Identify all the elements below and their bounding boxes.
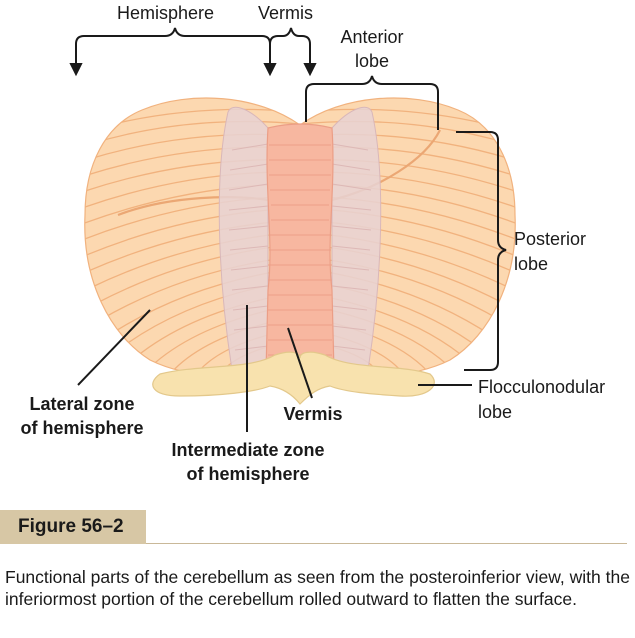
folia-intermediate	[228, 143, 372, 351]
intermediate-zone-left	[218, 106, 269, 371]
vermis	[265, 123, 335, 373]
anterior-lobe-label-2: lobe	[355, 51, 389, 71]
hemisphere-bracket	[75, 27, 271, 52]
pointer-lines	[77, 305, 472, 432]
flocculonodular-label-2: lobe	[478, 402, 512, 422]
cerebellum-diagram: Hemisphere Vermis Anterior lobe Posterio…	[20, 3, 605, 484]
down-arrows	[69, 44, 317, 77]
posterior-lobe-bracket	[456, 131, 507, 371]
intermediate-zone-label-1: Intermediate zone	[171, 440, 324, 460]
anterior-lobe-label-1: Anterior	[340, 27, 403, 47]
hemisphere-label: Hemisphere	[117, 3, 214, 23]
vermis-bottom-label: Vermis	[283, 404, 342, 424]
posterior-lobe-label-1: Posterior	[514, 229, 586, 249]
flocculonodular-label-1: Flocculonodular	[478, 377, 605, 397]
intermediate-zone-label-2: of hemisphere	[186, 464, 309, 484]
figure-rule	[146, 543, 627, 544]
flocculonodular-lobe	[152, 351, 435, 405]
vermis-bracket	[269, 27, 311, 45]
figure-header: Figure 56–2	[0, 510, 635, 544]
intermediate-zone-right	[331, 106, 382, 371]
lateral-zone-label-2: of hemisphere	[20, 418, 143, 438]
vermis-top-label: Vermis	[258, 3, 313, 23]
lateral-zone-label-1: Lateral zone	[29, 394, 134, 414]
posterior-lobe-label-2: lobe	[514, 254, 548, 274]
figure-caption: Functional parts of the cerebellum as se…	[5, 567, 630, 609]
anterior-lobe-bracket	[305, 75, 439, 130]
figure-number: Figure 56–2	[0, 510, 146, 544]
